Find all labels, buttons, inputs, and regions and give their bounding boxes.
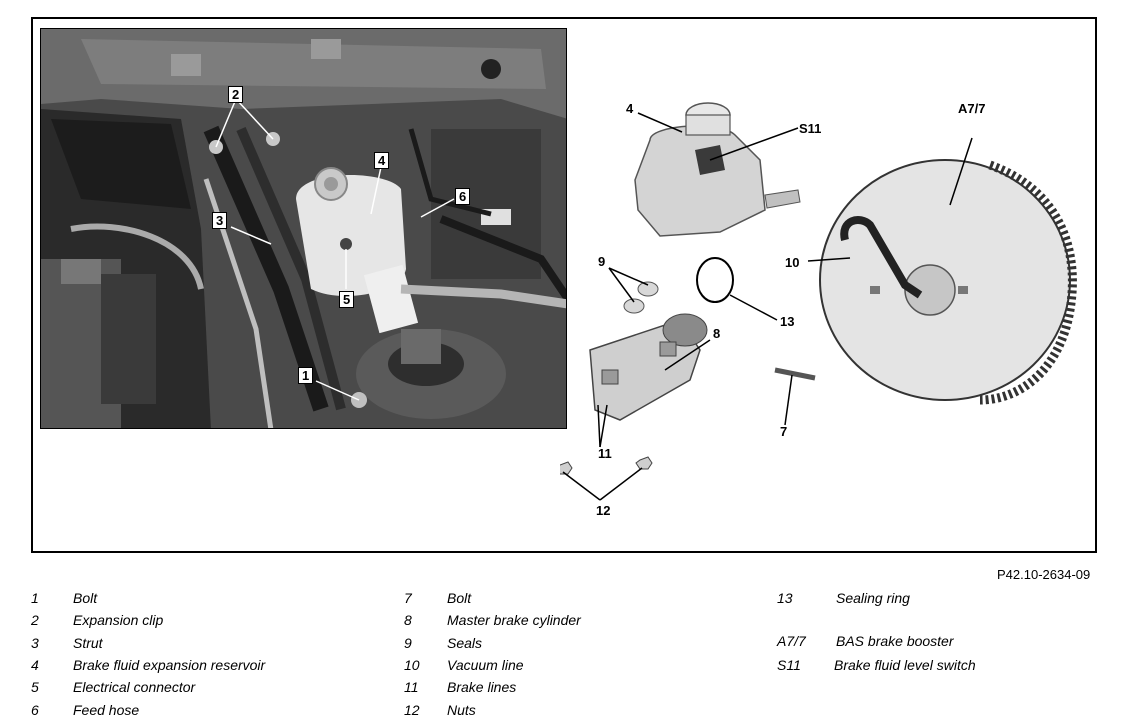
photo-callout-5: 5 [339, 291, 355, 308]
photo-callout-3: 3 [212, 212, 228, 229]
drawing-callout-a7-7: A7/7 [958, 101, 986, 116]
drawing-callout-13: 13 [780, 314, 795, 329]
engine-bay-illustration [41, 29, 566, 428]
photo-callout-1: 1 [298, 367, 314, 384]
drawing-callout-4: 4 [626, 101, 634, 116]
photo-callout-4: 4 [374, 152, 390, 169]
drawing-callout-8: 8 [713, 326, 721, 341]
drawing-callout-11: 11 [598, 446, 612, 461]
exploded-drawing [560, 102, 1077, 501]
drawing-callout-12: 12 [596, 503, 611, 518]
drawing-callout-s11: S11 [799, 121, 822, 136]
photo-callout-6: 6 [455, 188, 471, 205]
figure-reference: P42.10-2634-09 [997, 567, 1091, 582]
drawing-callout-7: 7 [780, 424, 788, 439]
engine-bay-photo [40, 28, 567, 429]
drawing-callout-9: 9 [598, 254, 606, 269]
photo-callout-2: 2 [228, 86, 244, 103]
drawing-callout-10: 10 [785, 255, 800, 270]
